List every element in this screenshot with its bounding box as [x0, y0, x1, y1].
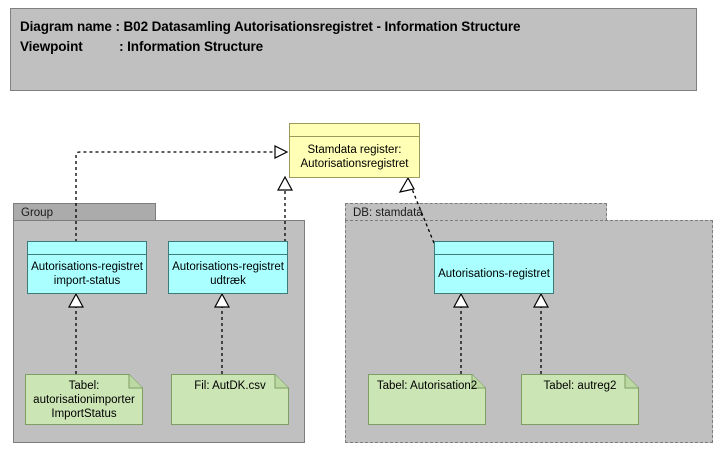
- data-object-autorisationsregistret[interactable]: Autorisations-registret: [434, 241, 554, 294]
- document-shape-icon: [25, 374, 143, 425]
- artifact-label: Tabel: autreg2: [543, 380, 617, 392]
- data-object-label: Autorisations-registret: [438, 268, 550, 280]
- data-object-autorisationsregistret-import-status[interactable]: Autorisations-registret import-status: [27, 241, 147, 294]
- group-label-group: Group: [21, 207, 53, 219]
- group-tab-db-stamdata: DB: stamdata: [345, 203, 607, 221]
- business-object-label: Stamdata register: Autorisationsregistre…: [300, 144, 409, 170]
- node-header-strip: [28, 242, 146, 255]
- artifact-tabel-autreg2[interactable]: Tabel: autreg2: [521, 374, 639, 425]
- diagram-title-block: Diagram name : B02 Datasamling Autorisat…: [10, 8, 697, 91]
- document-shape-icon: [171, 374, 289, 425]
- group-label-db-stamdata: DB: stamdata: [353, 207, 423, 219]
- diagram-name-line: Diagram name : B02 Datasamling Autorisat…: [20, 19, 521, 34]
- artifact-tabel-autorisationimporter-importstatus[interactable]: Tabel: autorisationimporter ImportStatus: [25, 374, 143, 425]
- node-header-strip: [290, 124, 419, 137]
- node-header-strip: [169, 242, 287, 255]
- arrowhead-udtraek-to-stamdata: [276, 175, 294, 191]
- artifact-label: Fil: AutDK.csv: [194, 380, 266, 392]
- document-shape-icon: [368, 374, 486, 425]
- artifact-tabel-autorisation2[interactable]: Tabel: Autorisation2: [368, 374, 486, 425]
- viewpoint-line: Viewpoint : Information Structure: [20, 39, 264, 54]
- data-object-label: Autorisations-registret udtræk: [172, 261, 284, 287]
- business-object-stamdata-register[interactable]: Stamdata register: Autorisationsregistre…: [289, 123, 420, 178]
- data-object-label: Autorisations-registret import-status: [31, 261, 143, 287]
- artifact-label: Tabel: autorisationimporter ImportStatus: [33, 380, 135, 420]
- arrowhead-registret-to-stamdata: [398, 176, 415, 193]
- data-object-autorisationsregistret-udtraek[interactable]: Autorisations-registret udtræk: [168, 241, 288, 294]
- artifact-label: Tabel: Autorisation2: [376, 380, 478, 392]
- node-header-strip: [435, 242, 553, 255]
- artifact-fil-autdk-csv[interactable]: Fil: AutDK.csv: [171, 374, 289, 425]
- document-shape-icon: [521, 374, 639, 425]
- group-tab-group: Group: [13, 203, 156, 221]
- arrowhead-import-status-to-stamdata: [274, 145, 289, 159]
